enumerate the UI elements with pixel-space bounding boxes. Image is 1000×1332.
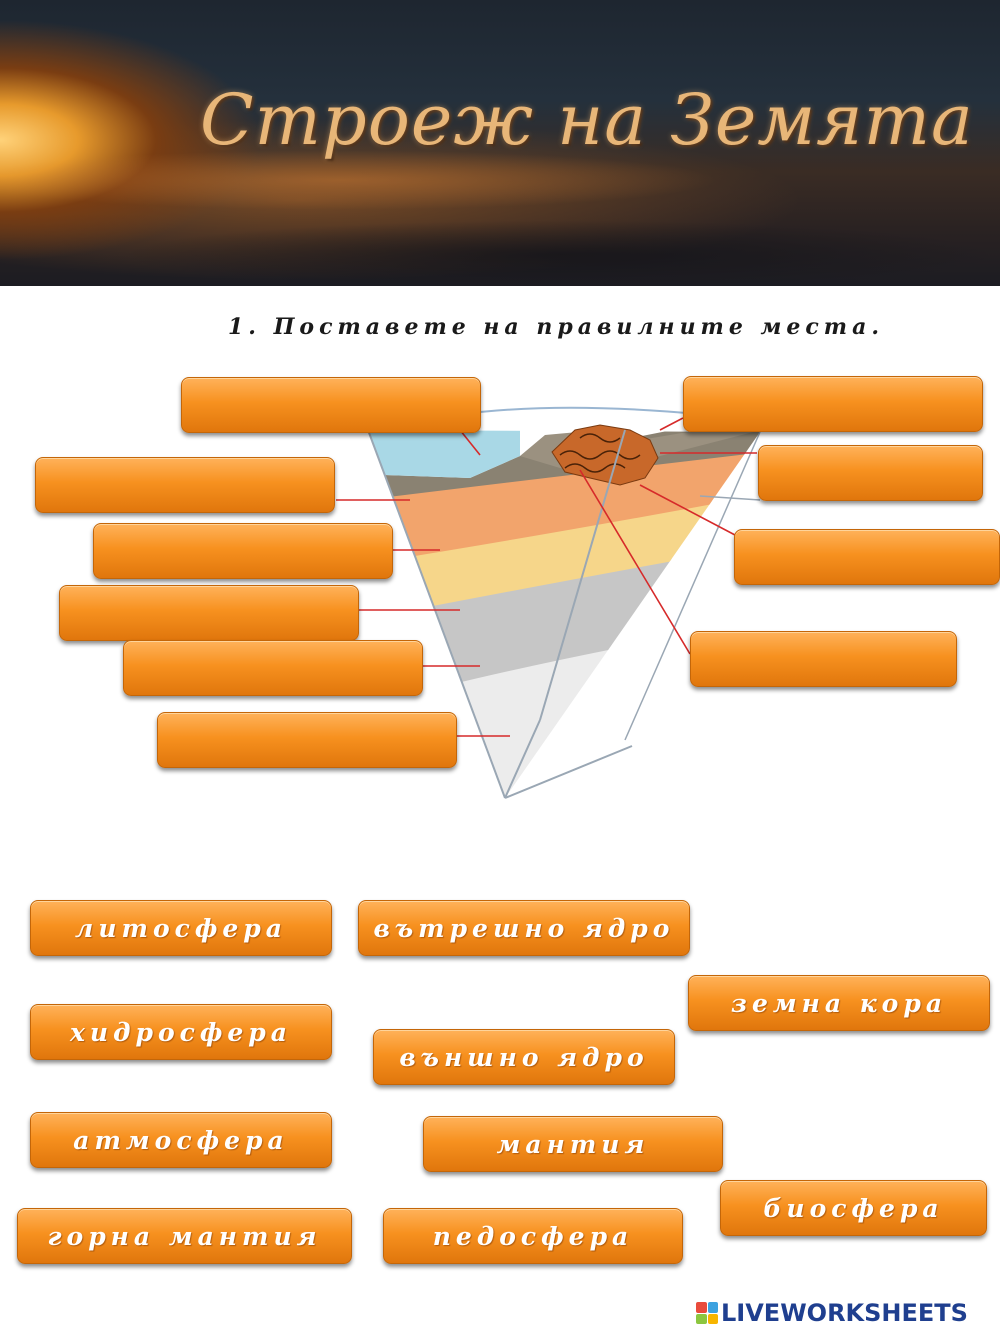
pointer-line — [459, 429, 481, 456]
drop-slot-7[interactable] — [683, 376, 983, 432]
hydrosphere-layer — [368, 430, 520, 478]
drop-slot-2[interactable] — [35, 457, 335, 513]
logo-square-red — [696, 1302, 707, 1313]
pointer-line — [579, 469, 691, 655]
page-title: Строеж на Земята — [200, 79, 974, 161]
tile-pedosfera[interactable]: педосфера — [383, 1208, 683, 1264]
tile-vatreshno-yadro[interactable]: вътрешно ядро — [358, 900, 690, 956]
drop-slot-8[interactable] — [758, 445, 983, 501]
wedge-edge — [504, 745, 633, 799]
banner-cloud — [0, 150, 720, 210]
drop-slot-9[interactable] — [734, 529, 1000, 585]
wedge-edge — [624, 431, 761, 741]
wedge-edge — [539, 429, 626, 721]
task-instruction: 1. Поставете на правилните места. — [228, 314, 884, 340]
drop-slot-3[interactable] — [93, 523, 393, 579]
tile-gorna-mantiya[interactable]: горна мантия — [17, 1208, 352, 1264]
logo-square-green — [696, 1313, 707, 1324]
tile-mantiya[interactable]: мантия — [423, 1116, 723, 1172]
liveworksheets-brand[interactable]: LIVEWORKSHEETS — [696, 1298, 996, 1328]
pointer-lines — [336, 417, 757, 737]
pointer-line — [659, 417, 684, 431]
liveworksheets-logo-icon — [696, 1302, 718, 1324]
drop-slot-6[interactable] — [157, 712, 457, 768]
drop-slot-1[interactable] — [181, 377, 481, 433]
upper-mantle-layer — [368, 445, 760, 574]
wedge-edge — [699, 495, 761, 501]
drop-slot-4[interactable] — [59, 585, 359, 641]
tile-atmosfera[interactable]: атмосфера — [30, 1112, 332, 1168]
tile-zemna-kora[interactable]: земна кора — [688, 975, 990, 1031]
pointer-line — [639, 484, 736, 536]
drop-slot-5[interactable] — [123, 640, 423, 696]
brand-name: LIVEWORKSHEETS — [721, 1299, 968, 1327]
tile-vanshno-yadro[interactable]: външно ядро — [373, 1029, 675, 1085]
banner-cloud — [120, 220, 1000, 286]
drop-slot-10[interactable] — [690, 631, 957, 687]
title-banner: Строеж на Земята — [0, 0, 1000, 286]
logo-square-blue — [707, 1302, 718, 1313]
logo-square-yellow — [707, 1313, 718, 1324]
soil-patch — [551, 424, 659, 486]
tile-litosfera[interactable]: литосфера — [30, 900, 332, 956]
tile-biosfera[interactable]: биосфера — [720, 1180, 987, 1236]
tile-hidrosfera[interactable]: хидросфера — [30, 1004, 332, 1060]
wedge-edge — [504, 719, 541, 799]
earth-layers-diagram — [336, 406, 771, 799]
